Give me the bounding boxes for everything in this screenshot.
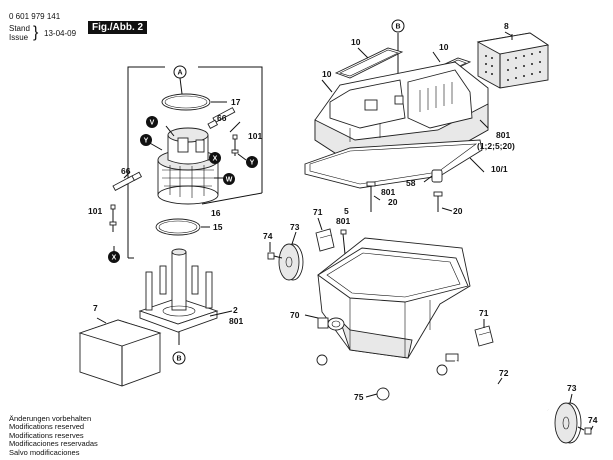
label-801-lid: 801	[496, 130, 510, 140]
callout-x-bottom: X	[108, 251, 120, 263]
label-71-top: 71	[313, 207, 323, 217]
wheel-73-right	[554, 402, 582, 444]
label-17: 17	[231, 97, 241, 107]
brush-66-left	[112, 171, 143, 192]
label-74-right: 74	[588, 415, 598, 425]
bracket-7	[78, 317, 162, 387]
label-101-left: 101	[88, 206, 102, 216]
label-10-b: 10	[439, 42, 449, 52]
filter-8	[476, 32, 550, 89]
svg-text:Y: Y	[144, 138, 149, 145]
footer-line-fr: Modifications reserves	[9, 430, 84, 440]
bracket-right	[198, 66, 263, 193]
svg-text:W: W	[226, 177, 233, 184]
issue-date: 13-04-09	[44, 29, 77, 38]
label-72: 72	[499, 368, 509, 378]
label-8: 8	[504, 21, 509, 31]
cap-74-right	[577, 426, 592, 435]
label-10-c: 10	[322, 69, 332, 79]
label-7: 7	[93, 303, 98, 313]
label-75: 75	[354, 392, 364, 402]
label-10-1: 10/1	[491, 164, 508, 174]
label-71-right: 71	[479, 308, 489, 318]
label-58: 58	[406, 178, 416, 188]
label-73-right: 73	[567, 383, 577, 393]
label-20-left: 20	[388, 197, 398, 207]
svg-text:B: B	[395, 24, 400, 31]
callout-x-top: X	[209, 152, 221, 164]
screw-20-right	[433, 191, 443, 212]
figure-badge: Fig./Abb. 2	[88, 21, 148, 34]
label-73-left: 73	[290, 222, 300, 232]
footer-notes: Änderungen vorbehalten Modifications res…	[9, 414, 98, 457]
callout-w: W	[223, 173, 235, 185]
label-16: 16	[211, 208, 221, 218]
screw-101-right	[231, 134, 239, 156]
label-20-right: 20	[453, 206, 463, 216]
label-74-left: 74	[263, 231, 273, 241]
o-ring-17	[161, 93, 211, 111]
callout-b-top: B	[391, 19, 405, 33]
footer-line-de: Änderungen vorbehalten	[9, 414, 92, 423]
callout-y-right: Y	[246, 156, 258, 168]
label-801-base: 801	[229, 316, 243, 326]
svg-text:X: X	[213, 156, 218, 163]
label-15: 15	[213, 222, 223, 232]
screw-101-left	[109, 204, 117, 232]
screw-20-left	[366, 181, 376, 212]
label-801-codes: (1;2;5;20)	[477, 141, 515, 151]
callout-b-left: B	[172, 351, 186, 365]
screw-5-801	[340, 229, 347, 255]
wheel-73-left	[278, 243, 304, 281]
svg-text:V: V	[150, 120, 155, 127]
stand-label: Stand	[9, 24, 30, 33]
cap-74-left	[267, 252, 283, 260]
label-10-a: 10	[351, 37, 361, 47]
callout-y-left: Y	[140, 134, 152, 146]
label-66-left: 66	[121, 166, 131, 176]
base-stand-2	[138, 248, 233, 345]
latch-58	[431, 169, 443, 183]
footer-line-pt: Salvo modificaciones	[9, 447, 80, 457]
bracket-left	[127, 66, 165, 258]
label-5: 5	[344, 206, 349, 216]
label-801-screw: 801	[381, 187, 395, 197]
callout-a: A	[173, 65, 187, 79]
doc-number: 0 601 979 141	[9, 12, 61, 21]
label-70: 70	[290, 310, 300, 320]
label-101-right: 101	[248, 131, 262, 141]
svg-text:X: X	[112, 255, 117, 262]
clip-71-top	[315, 228, 335, 252]
footer-line-en: Modifications reserved	[9, 422, 85, 432]
svg-text:A: A	[177, 70, 182, 77]
seal-10-left	[334, 47, 404, 79]
label-801-clip: 801	[336, 216, 350, 226]
axle-72	[454, 360, 549, 411]
brace: }	[33, 24, 39, 41]
svg-text:Y: Y	[250, 160, 255, 167]
clip-71-right	[474, 325, 494, 347]
callout-v: V	[146, 116, 158, 128]
footer-line-es: Modificaciones reservadas	[9, 439, 98, 449]
label-2: 2	[233, 305, 238, 315]
motor-16	[157, 127, 219, 205]
label-66-right: 66	[217, 113, 227, 123]
o-ring-15	[155, 218, 201, 236]
brush-66-right	[207, 107, 236, 130]
container-70	[316, 237, 471, 401]
issue-label: Issue	[9, 33, 29, 42]
svg-text:B: B	[176, 356, 181, 363]
